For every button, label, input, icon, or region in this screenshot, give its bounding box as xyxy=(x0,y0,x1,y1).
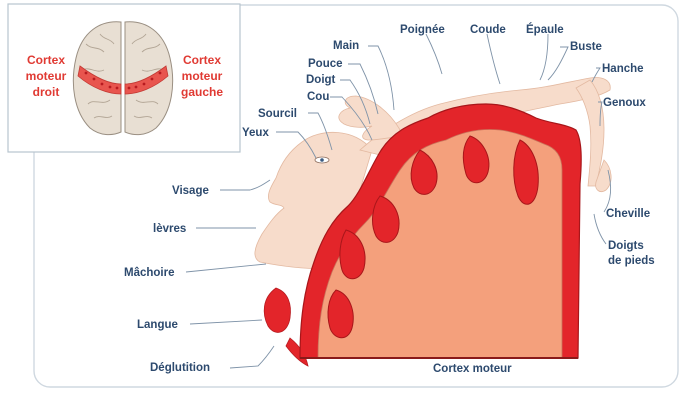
label-visage: Visage xyxy=(172,185,209,197)
label-doigts-pieds-line2: de pieds xyxy=(608,255,655,267)
label-doigt: Doigt xyxy=(306,74,336,86)
inset-label-right-1: Cortex xyxy=(183,53,221,67)
label-pouce: Pouce xyxy=(308,58,343,70)
label-cheville: Cheville xyxy=(606,208,650,220)
eye-pupil xyxy=(320,158,324,162)
label-coude: Coude xyxy=(470,24,506,36)
inset-label-right-3: gauche xyxy=(181,85,223,99)
label-hanche: Hanche xyxy=(602,63,644,75)
label-sourcil: Sourcil xyxy=(258,108,297,120)
label-poignee: Poignée xyxy=(400,24,445,36)
label-epaule: Épaule xyxy=(526,23,564,36)
brain-inset: Cortex moteur droit Cortex moteur gauche xyxy=(8,4,240,152)
homunculus-hand xyxy=(339,96,404,140)
label-cortex-moteur: Cortex moteur xyxy=(433,363,512,375)
homunculus-tongue xyxy=(264,288,290,332)
inset-label-left-1: Cortex xyxy=(27,53,65,67)
inset-label-left-2: moteur xyxy=(26,69,67,83)
inset-label-right-2: moteur xyxy=(182,69,223,83)
label-yeux: Yeux xyxy=(242,127,269,139)
label-doigts-pieds-line1: Doigts xyxy=(608,240,644,252)
label-levres: lèvres xyxy=(153,223,186,235)
label-deglutition: Déglutition xyxy=(150,362,210,374)
label-buste: Buste xyxy=(570,41,602,53)
inset-label-left-3: droit xyxy=(33,85,60,99)
label-machoire: Mâchoire xyxy=(124,267,175,279)
label-langue: Langue xyxy=(137,319,178,331)
label-cou: Cou xyxy=(307,91,329,103)
label-genoux: Genoux xyxy=(603,97,646,109)
label-main: Main xyxy=(333,40,359,52)
